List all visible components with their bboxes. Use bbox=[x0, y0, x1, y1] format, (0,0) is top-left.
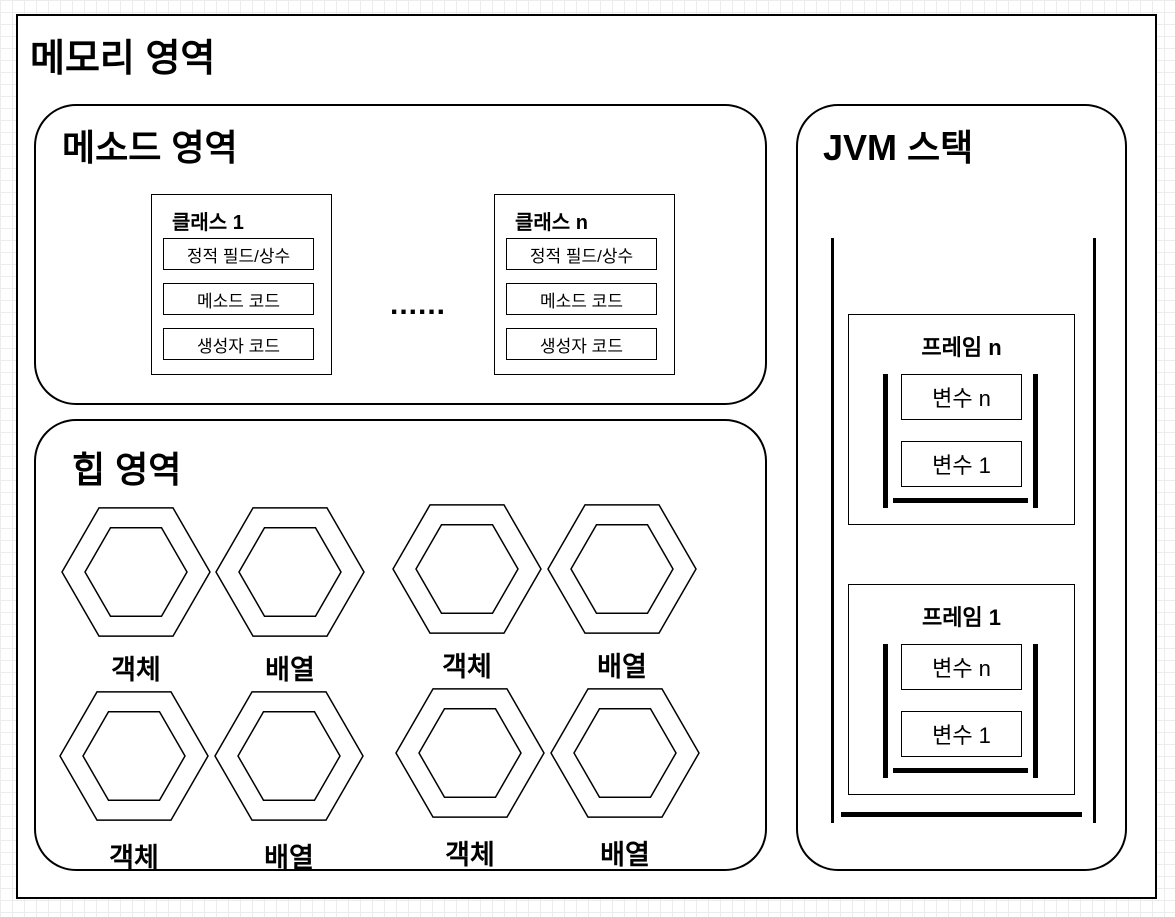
hexagon-outer bbox=[392, 504, 542, 634]
heap-item-label: 객체 bbox=[111, 655, 161, 685]
local-variable: 변수 n bbox=[901, 374, 1022, 420]
local-variable: 변수 1 bbox=[901, 711, 1022, 757]
stack-bottom bbox=[841, 812, 1082, 817]
jvm-stack-title: JVM 스택 bbox=[823, 127, 974, 168]
hexagon-outer bbox=[547, 504, 697, 634]
frame-left-wall bbox=[883, 644, 888, 778]
heap-area-title: 힙 영역 bbox=[72, 449, 182, 490]
heap-item-label: 객체 bbox=[109, 843, 159, 873]
hexagon-outer bbox=[214, 691, 364, 821]
hexagon-inner bbox=[238, 527, 342, 617]
hexagon-inner bbox=[237, 711, 341, 801]
stack-left-wall bbox=[831, 238, 834, 823]
hexagon-outer bbox=[61, 507, 211, 637]
method-code-slot-n: 메소드 코드 bbox=[506, 283, 657, 315]
heap-item-label: 배열 bbox=[265, 655, 315, 685]
stack-right-wall bbox=[1093, 238, 1096, 823]
stack-frame-title-1: 프레임 1 bbox=[921, 605, 1002, 630]
frame-left-wall bbox=[883, 374, 888, 508]
hexagon-inner bbox=[82, 711, 186, 801]
heap-item-label: 배열 bbox=[597, 652, 647, 682]
hexagon-inner bbox=[570, 524, 674, 614]
static-field-slot-n: 정적 필드/상수 bbox=[506, 238, 657, 270]
constructor-code-slot-1: 생성자 코드 bbox=[163, 328, 314, 360]
hexagon-inner bbox=[418, 708, 522, 798]
hexagon-inner bbox=[415, 524, 519, 614]
heap-item-label: 배열 bbox=[264, 843, 314, 873]
frame-right-wall bbox=[1033, 644, 1038, 778]
hexagon-outer bbox=[59, 691, 209, 821]
frame-bottom bbox=[893, 498, 1028, 503]
frame-right-wall bbox=[1033, 374, 1038, 508]
heap-item-label: 객체 bbox=[445, 840, 495, 870]
local-variable: 변수 n bbox=[901, 644, 1022, 690]
ellipsis: ...... bbox=[390, 288, 447, 321]
hexagon-outer bbox=[215, 507, 365, 637]
static-field-slot-1: 정적 필드/상수 bbox=[163, 238, 314, 270]
heap-item-label: 배열 bbox=[600, 840, 650, 870]
local-variable: 변수 1 bbox=[901, 441, 1022, 487]
stack-frame-title-n: 프레임 n bbox=[921, 335, 1002, 360]
heap-item-label: 객체 bbox=[442, 652, 492, 682]
method-code-slot-1: 메소드 코드 bbox=[163, 283, 314, 315]
memory-area-title: 메모리 영역 bbox=[30, 38, 216, 80]
hexagon-outer bbox=[550, 688, 700, 818]
method-area-title: 메소드 영역 bbox=[62, 127, 238, 168]
hexagon-inner bbox=[573, 708, 677, 798]
class-title-1: 클래스 1 bbox=[172, 212, 244, 234]
class-title-n: 클래스 n bbox=[515, 212, 588, 234]
constructor-code-slot-n: 생성자 코드 bbox=[506, 328, 657, 360]
hexagon-inner bbox=[84, 527, 188, 617]
frame-bottom bbox=[893, 768, 1028, 773]
hexagon-outer bbox=[395, 688, 545, 818]
